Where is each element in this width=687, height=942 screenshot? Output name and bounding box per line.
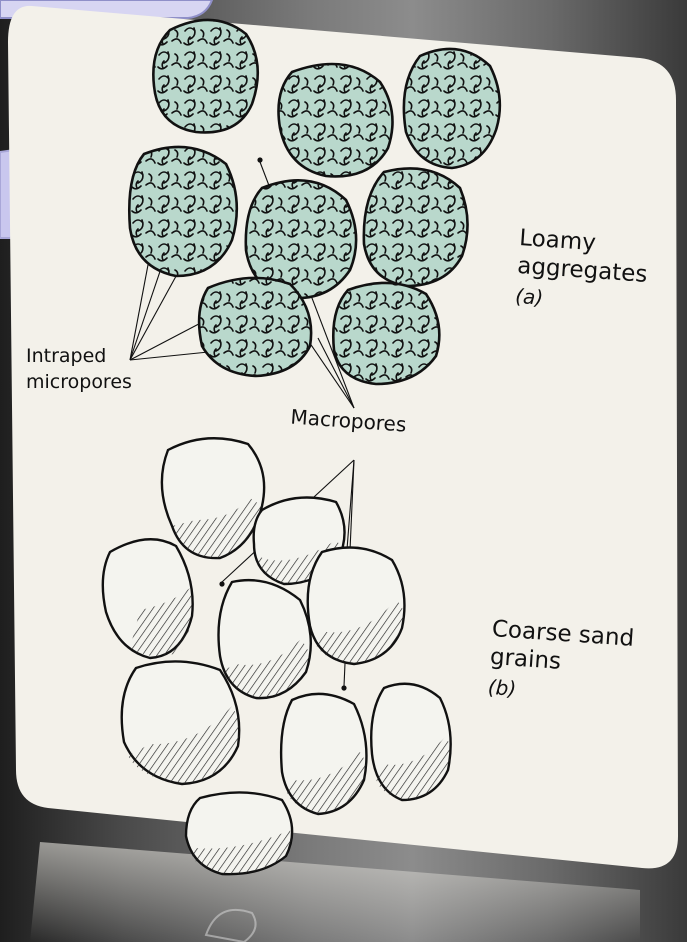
panel-b-title-line2: grains [489, 644, 562, 675]
aggregate [279, 64, 393, 176]
intraped-label-line1: Intraped [26, 345, 106, 367]
aggregate [153, 20, 257, 133]
intraped-label-line2: micropores [26, 371, 132, 393]
panel-a-title-line1: Loamy [518, 225, 596, 256]
panel-b-letter: (b) [487, 675, 517, 701]
aggregate [364, 168, 468, 286]
panel-a-letter: (a) [514, 284, 543, 310]
aggregate [333, 283, 439, 384]
aggregate [199, 278, 311, 376]
aggregate [129, 147, 237, 276]
